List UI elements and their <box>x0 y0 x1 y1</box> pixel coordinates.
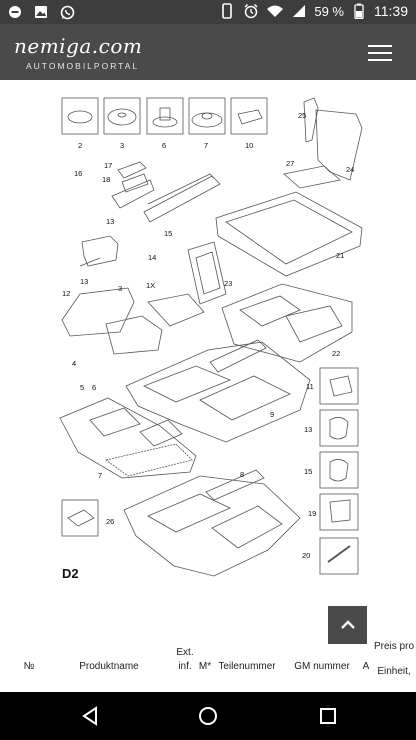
diagram-section-label: D2 <box>62 566 79 581</box>
minus-circle-icon <box>6 3 24 21</box>
svg-text:20: 20 <box>302 551 310 560</box>
part-box-7 <box>188 97 226 135</box>
svg-text:14: 14 <box>148 253 156 262</box>
menu-bar-icon <box>368 52 392 54</box>
column-header-number: № <box>23 661 35 672</box>
square-icon <box>320 708 336 724</box>
hamburger-menu-button[interactable] <box>368 45 392 61</box>
svg-text:18: 18 <box>102 175 110 184</box>
menu-bar-icon <box>368 45 392 47</box>
svg-text:3: 3 <box>118 284 122 293</box>
home-circle-icon <box>199 707 217 725</box>
svg-text:24: 24 <box>346 165 354 174</box>
recent-apps-button[interactable] <box>316 704 340 728</box>
svg-text:7: 7 <box>98 471 102 480</box>
back-triangle-icon <box>82 706 97 726</box>
svg-text:10: 10 <box>245 141 253 150</box>
parts-table-header: № Produktname Ext. inf. M* Teilenummer G… <box>0 640 416 692</box>
part-box-26 <box>61 499 99 537</box>
part-box-13 <box>319 409 359 447</box>
svg-text:6: 6 <box>162 141 166 150</box>
column-header-ext-inf: Ext. inf. <box>176 647 194 672</box>
site-subtitle: AUTOMOBILPORTAL <box>26 61 140 71</box>
svg-text:12: 12 <box>62 289 70 298</box>
scroll-to-top-button[interactable] <box>328 606 367 644</box>
svg-text:22: 22 <box>332 349 340 358</box>
battery-icon <box>350 2 368 20</box>
part-box-15 <box>319 451 359 489</box>
svg-text:19: 19 <box>308 509 316 518</box>
svg-text:11: 11 <box>306 382 314 391</box>
svg-text:13: 13 <box>80 277 88 286</box>
part-box-20 <box>319 537 359 575</box>
column-header-m: M* <box>198 661 212 672</box>
svg-text:15: 15 <box>164 229 172 238</box>
svg-text:26: 26 <box>106 517 114 526</box>
svg-text:15: 15 <box>304 467 312 476</box>
svg-text:2: 2 <box>78 141 82 150</box>
svg-text:3: 3 <box>120 141 124 150</box>
site-header: nemiga.com AUTOMOBILPORTAL <box>0 24 416 80</box>
phone-icon <box>218 2 236 20</box>
image-icon <box>32 3 50 21</box>
svg-text:25: 25 <box>298 111 306 120</box>
svg-text:16: 16 <box>74 169 82 178</box>
alarm-icon <box>242 2 260 20</box>
signal-icon <box>290 2 308 20</box>
svg-text:23: 23 <box>224 279 232 288</box>
column-header-part-number: Teilenummer <box>218 661 276 672</box>
battery-percent: 59 % <box>314 3 344 19</box>
column-header-product-name: Produktname <box>79 661 139 672</box>
site-logo[interactable]: nemiga.com <box>14 34 143 58</box>
svg-text:7: 7 <box>204 141 208 150</box>
whatsapp-icon <box>58 3 76 21</box>
part-box-11 <box>319 367 359 405</box>
clock: 11:39 <box>374 3 408 19</box>
column-header-gm-number: GM nummer <box>294 661 350 672</box>
part-box-19 <box>319 493 359 531</box>
parts-diagram: 2 3 6 7 10 25 27 24 16 17 18 13 15 14 21… <box>59 97 363 577</box>
svg-text:13: 13 <box>106 217 114 226</box>
part-box-10 <box>230 97 268 135</box>
svg-text:1X: 1X <box>146 281 155 290</box>
home-button[interactable] <box>196 704 220 728</box>
svg-text:21: 21 <box>336 251 344 260</box>
part-box-3 <box>103 97 141 135</box>
svg-text:27: 27 <box>286 159 294 168</box>
part-box-6 <box>146 97 184 135</box>
svg-text:4: 4 <box>72 359 76 368</box>
svg-text:5: 5 <box>80 383 84 392</box>
system-navigation-bar <box>0 692 416 740</box>
svg-text:17: 17 <box>104 161 112 170</box>
svg-text:9: 9 <box>270 410 274 419</box>
part-box-2 <box>61 97 99 135</box>
menu-bar-icon <box>368 59 392 61</box>
back-button[interactable] <box>78 704 102 728</box>
svg-text:6: 6 <box>92 383 96 392</box>
svg-text:8: 8 <box>240 470 244 479</box>
column-header-a: A <box>362 661 370 672</box>
page-content: 2 3 6 7 10 25 27 24 16 17 18 13 15 14 21… <box>0 80 416 692</box>
column-header-price: Preis pro Einheit, <box>374 641 415 677</box>
status-bar: 59 % 11:39 <box>0 0 416 24</box>
svg-text:13: 13 <box>304 425 312 434</box>
wifi-icon <box>266 2 284 20</box>
chevron-up-icon <box>340 620 355 629</box>
